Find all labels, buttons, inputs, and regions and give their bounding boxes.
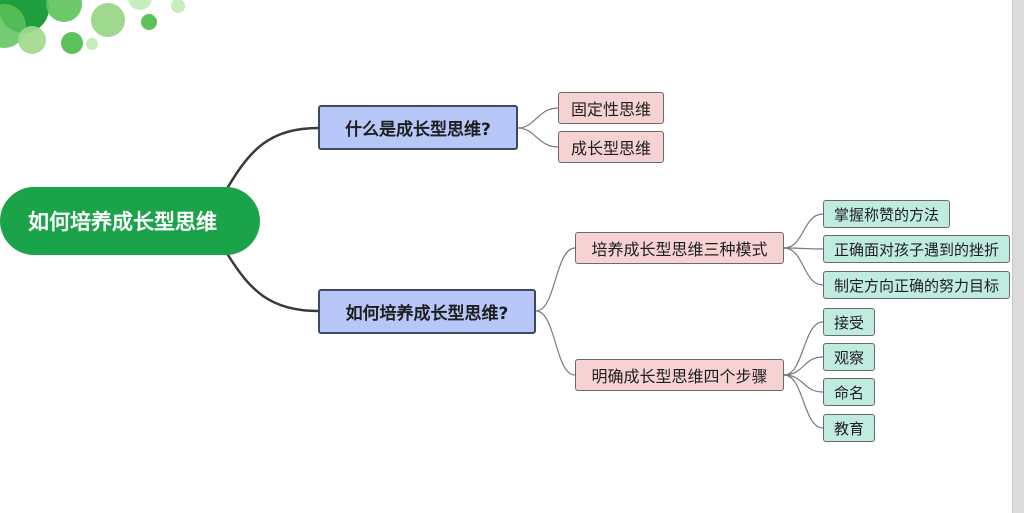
leaf-educate[interactable]: 教育	[823, 414, 875, 442]
leaf-name[interactable]: 命名	[823, 378, 875, 406]
connector-line	[783, 213, 824, 249]
leaf-label: 掌握称赞的方法	[833, 205, 939, 224]
decor-dot	[61, 32, 83, 54]
branch-label: 如何培养成长型思维?	[345, 304, 509, 324]
leaf-label: 正确面对孩子遇到的挫折	[833, 240, 999, 259]
decorative-dots	[0, 0, 185, 54]
branch-what-is[interactable]: 什么是成长型思维?	[318, 105, 518, 150]
topic-label: 培养成长型思维三种模式	[591, 240, 768, 259]
connector-line	[783, 321, 824, 376]
leaf-label: 命名	[833, 383, 864, 402]
leaf-label: 观察	[833, 348, 864, 367]
topic-three-modes[interactable]: 培养成长型思维三种模式	[575, 232, 784, 264]
branch-how-to[interactable]: 如何培养成长型思维?	[318, 289, 536, 334]
leaf-observe[interactable]: 观察	[823, 343, 875, 371]
topic-label: 固定性思维	[570, 100, 651, 119]
decor-dot	[91, 3, 125, 37]
leaf-praise-method[interactable]: 掌握称赞的方法	[823, 200, 950, 228]
decor-dot	[171, 0, 185, 13]
connector-line	[783, 374, 824, 393]
decor-dot	[46, 0, 82, 22]
root-node[interactable]: 如何培养成长型思维	[0, 187, 260, 255]
connector-line	[517, 127, 559, 148]
connector-line	[535, 247, 576, 312]
leaf-accept[interactable]: 接受	[823, 308, 875, 336]
connector-line	[783, 356, 824, 376]
leaf-label: 制定方向正确的努力目标	[833, 276, 999, 295]
topic-fixed-mindset[interactable]: 固定性思维	[558, 92, 664, 124]
connector-line	[783, 247, 824, 286]
decor-dot	[128, 0, 152, 10]
connector-line	[226, 126, 320, 189]
connector-line	[783, 374, 824, 429]
decor-dot	[86, 38, 98, 50]
topic-label: 成长型思维	[570, 139, 651, 158]
leaf-face-setbacks[interactable]: 正确面对孩子遇到的挫折	[823, 235, 1010, 263]
decor-dot	[141, 14, 157, 30]
branch-label: 什么是成长型思维?	[345, 120, 491, 140]
topic-four-steps[interactable]: 明确成长型思维四个步骤	[575, 359, 784, 391]
topic-growth-mindset[interactable]: 成长型思维	[558, 131, 664, 163]
root-label: 如何培养成长型思维	[28, 210, 217, 234]
decor-dot	[18, 26, 46, 54]
topic-label: 明确成长型思维四个步骤	[591, 367, 768, 386]
connector-line	[783, 247, 824, 250]
leaf-set-goals[interactable]: 制定方向正确的努力目标	[823, 271, 1010, 299]
connector-line	[535, 310, 576, 376]
connector-line	[517, 107, 559, 129]
leaf-label: 教育	[833, 419, 864, 438]
leaf-label: 接受	[833, 313, 864, 332]
scrollbar-track[interactable]	[1012, 0, 1024, 513]
connector-line	[226, 253, 320, 313]
